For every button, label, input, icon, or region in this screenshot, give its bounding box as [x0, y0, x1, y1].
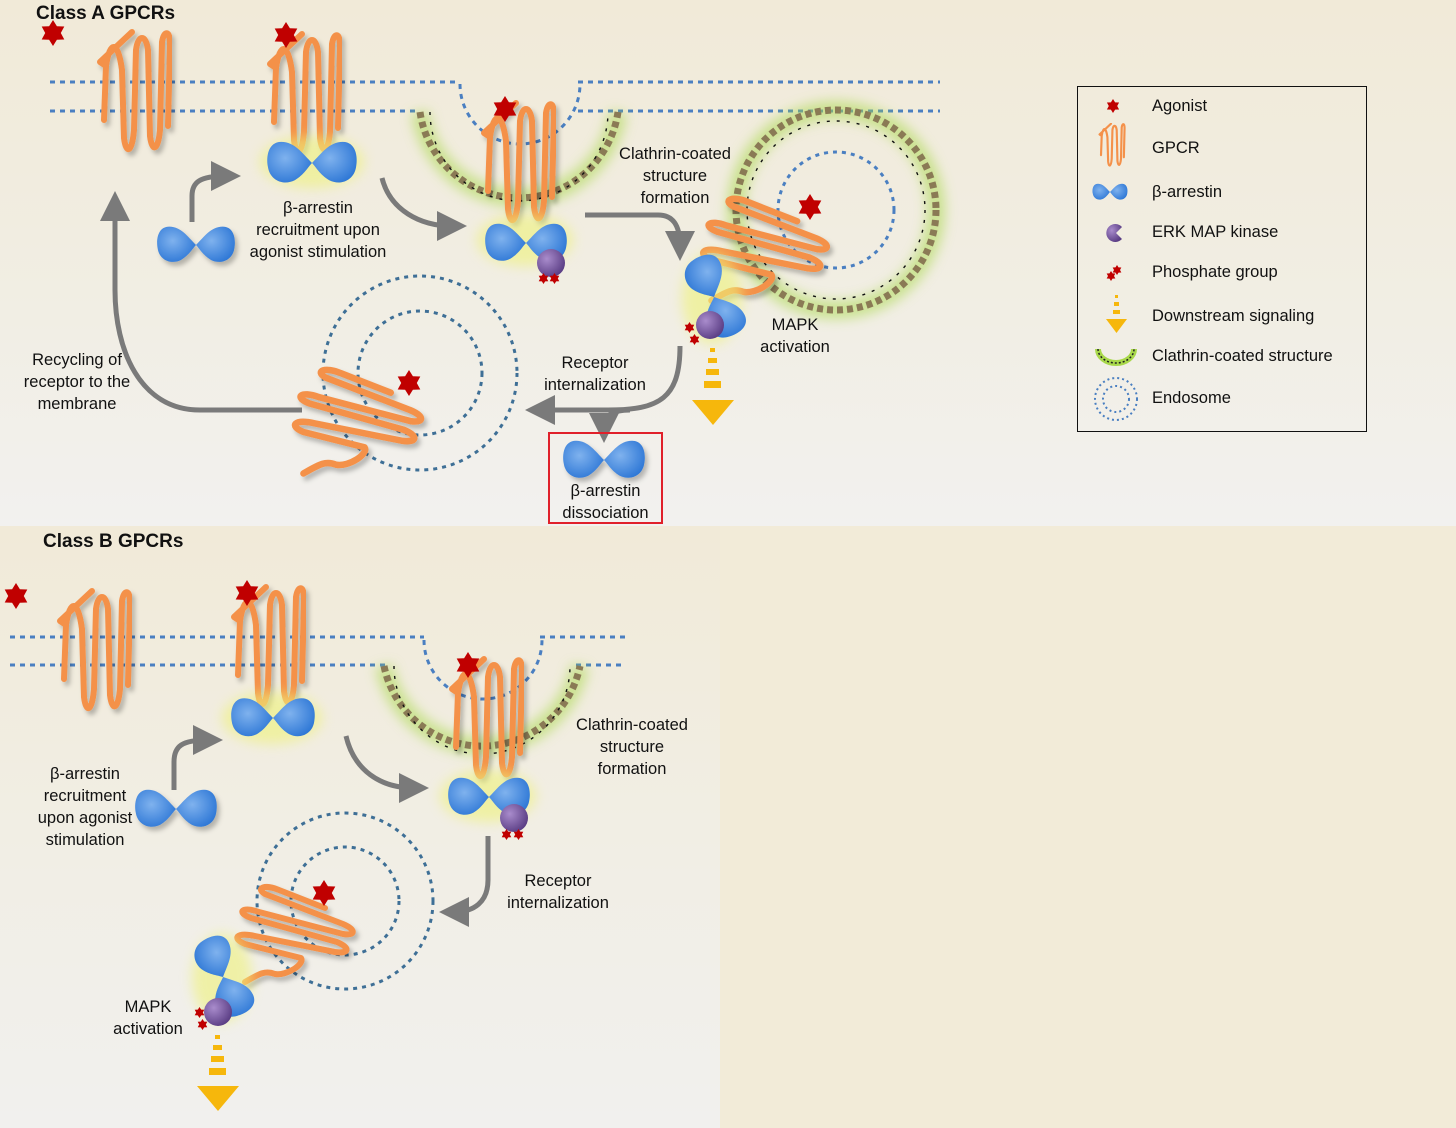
gpcr-icon — [100, 32, 170, 149]
agonist-icon — [397, 370, 421, 396]
endosome-b — [255, 811, 435, 991]
legend-item-phosphate: Phosphate group — [1078, 255, 1366, 291]
label-recruitment-a: β-arrestin recruitment upon agonist stim… — [249, 199, 387, 261]
agonist-icon — [798, 194, 822, 220]
erk-kinase-icon — [204, 998, 232, 1026]
membrane-b — [10, 635, 626, 701]
legend-item-gpcr: GPCR — [1078, 123, 1366, 171]
legend: Agonist GPCR β-arrestin ERK MAP kinase P… — [1077, 86, 1367, 432]
label-recycling-a: Recycling of receptor to the membrane — [23, 351, 131, 413]
beta-arrestin-icon — [135, 789, 217, 827]
agonist-icon — [1106, 99, 1120, 113]
beta-arrestin-icon — [157, 226, 235, 262]
agonist-icon — [4, 583, 28, 609]
legend-item-downstream: Downstream signaling — [1078, 293, 1366, 337]
erk-kinase-icon — [500, 804, 528, 832]
process-arrows-a — [100, 161, 695, 443]
downstream-arrow-icon — [197, 1035, 239, 1111]
beta-arrestin-icon — [1092, 183, 1128, 200]
label-dissociation-a: β-arrestin dissociation — [562, 482, 649, 522]
background-area — [720, 526, 1456, 1128]
gpcr-icon — [270, 34, 340, 151]
erk-kinase-icon — [1106, 224, 1122, 242]
endosome-a — [321, 274, 519, 472]
erk-kinase-icon — [537, 249, 565, 277]
legend-item-endosome: Endosome — [1078, 375, 1366, 423]
label-clathrin-a: Clathrin-coated structure formation — [619, 145, 731, 207]
highlight-box-dissociation — [548, 432, 663, 524]
gpcr-icon — [234, 587, 304, 704]
clathrin-icon — [1095, 348, 1137, 366]
gpcr-icon — [60, 591, 130, 708]
agonist-icon — [235, 580, 259, 606]
label-recruitment-b: β-arrestin recruitment upon agonist stim… — [37, 765, 133, 849]
gpcr-icon — [237, 887, 352, 982]
downstream-arrow-icon — [1106, 295, 1127, 333]
process-arrows-b — [171, 725, 491, 927]
phosphate-icon — [197, 1019, 208, 1030]
gpcr-icon — [1098, 123, 1126, 167]
gpcr-icon — [452, 659, 522, 776]
erk-kinase-icon — [696, 311, 724, 339]
phosphate-icon — [1106, 265, 1122, 281]
legend-item-erk: ERK MAP kinase — [1078, 215, 1366, 251]
legend-item-agonist: Agonist — [1078, 89, 1366, 125]
label-internalization-a: Receptor internalization — [544, 354, 646, 394]
endosome-icon — [1094, 377, 1138, 421]
label-mapk-b: MAPK activation — [113, 998, 183, 1038]
clathrin-pit-b — [375, 664, 589, 756]
label-clathrin-b: Clathrin-coated structure formation — [576, 716, 688, 778]
class-a-title: Class A GPCRs — [36, 3, 176, 24]
legend-item-clathrin: Clathrin-coated structure — [1078, 339, 1366, 375]
legend-item-beta-arrestin: β-arrestin — [1078, 175, 1366, 211]
class-b-title: Class B GPCRs — [43, 531, 184, 552]
label-internalization-b: Receptor internalization — [507, 872, 609, 912]
label-mapk-a: MAPK activation — [760, 316, 830, 356]
downstream-arrow-icon — [692, 348, 734, 425]
